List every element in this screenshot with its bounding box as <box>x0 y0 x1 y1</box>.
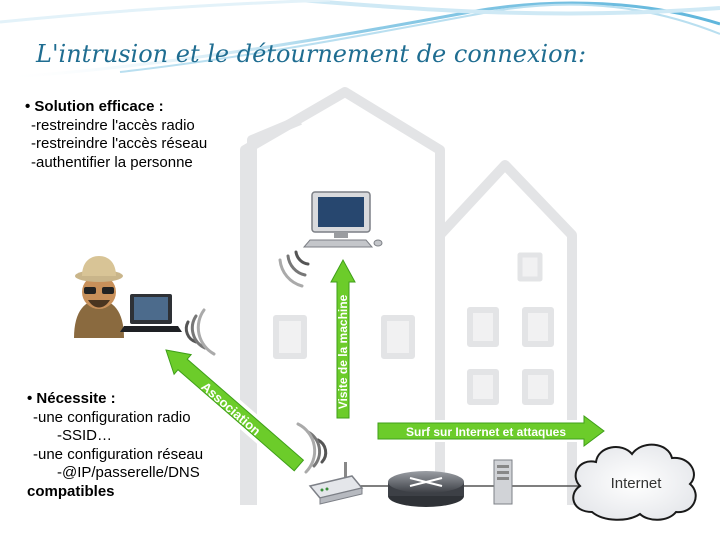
hacker-avatar-icon <box>74 256 124 338</box>
wifi-waves-icon <box>184 250 328 474</box>
necessite-line: compatibles <box>27 482 115 500</box>
internet-cloud-icon: Internet <box>572 443 697 521</box>
wireless-router-icon <box>308 462 364 505</box>
desktop-computer-icon <box>302 191 383 248</box>
solution-heading: • Solution efficace : <box>25 98 164 115</box>
laptop-icon <box>120 294 182 332</box>
building-background <box>240 87 577 505</box>
solution-bullet: • Solution efficace : -restreindre l'acc… <box>25 98 207 172</box>
network-router-icon <box>388 471 464 507</box>
visite-label: Visite de la machine <box>336 294 350 409</box>
solution-item: -restreindre l'accès réseau <box>31 135 208 152</box>
header-swoosh <box>0 0 720 80</box>
necessite-line: -SSID… <box>57 427 113 444</box>
server-tower-icon <box>493 459 513 505</box>
surf-label: Surf sur Internet et attaques <box>406 425 566 439</box>
necessite-bullet: • Nécessite : -une configuration radio -… <box>27 390 203 501</box>
necessite-line: -une configuration radio <box>33 408 191 426</box>
necessite-line: -@IP/passerelle/DNS <box>57 464 200 481</box>
solution-item: -authentifier la personne <box>31 153 193 171</box>
surf-arrow: Surf sur Internet et attaques <box>375 413 607 449</box>
visite-arrow: Visite de la machine <box>328 257 358 421</box>
necessite-heading: • Nécessite : <box>27 390 116 407</box>
internet-label: Internet <box>611 475 663 492</box>
necessite-line: -une configuration réseau <box>33 445 204 463</box>
solution-item: -restreindre l'accès radio <box>31 116 195 134</box>
slide-title: L'intrusion et le détournement de connex… <box>36 40 587 68</box>
